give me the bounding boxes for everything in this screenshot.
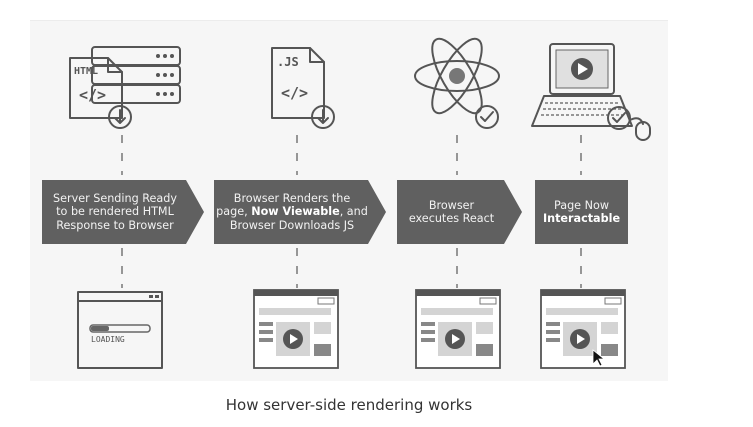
loading-label: LOADING <box>91 335 125 344</box>
step-4-line-1: Page Now <box>553 198 609 212</box>
js-file-icon: .JS </> <box>271 47 335 129</box>
step-1-line-2: to be rendered HTML <box>56 205 174 219</box>
mouse-cursor-icon <box>592 349 606 367</box>
step-4-highlight: Interactable <box>542 212 621 225</box>
step-3-line-2: executes React <box>408 212 495 225</box>
react-atom-icon <box>414 37 500 129</box>
diagram-caption: How server-side rendering works <box>225 396 473 414</box>
laptop-icon <box>531 43 651 141</box>
connector-lines <box>121 135 582 288</box>
html-code-glyph: </> <box>79 86 106 104</box>
step-2-line-1: Browser Renders the <box>233 191 351 205</box>
step-2-highlight: Now Viewable <box>251 205 340 219</box>
step-browser-renders: Browser Renders the page, Now Viewable, … <box>214 180 386 244</box>
js-code-glyph: </> <box>281 84 308 102</box>
browser-window-react <box>415 289 501 369</box>
step-2-line-2a: page, <box>216 205 252 219</box>
step-3-line-1: Browser <box>428 198 475 212</box>
step-1-line-3: Response to Browser <box>56 218 174 232</box>
browser-window-viewable <box>253 289 339 369</box>
step-page-interactable: Page Now Interactable <box>535 180 628 244</box>
browser-loading-window: LOADING <box>77 291 163 369</box>
step-2-line-2c: , and <box>339 205 368 219</box>
server-html-icon: HTML </> <box>69 46 181 129</box>
html-file-label: HTML <box>74 66 98 77</box>
step-server-sending: Server Sending Ready to be rendered HTML… <box>42 180 204 244</box>
step-2-line-3: Browser Downloads JS <box>229 218 355 232</box>
js-file-label: .JS <box>277 55 299 69</box>
step-1-line-1: Server Sending Ready <box>52 191 177 205</box>
step-browser-executes: Browser executes React <box>397 180 522 244</box>
browser-window-interactable <box>540 289 626 369</box>
